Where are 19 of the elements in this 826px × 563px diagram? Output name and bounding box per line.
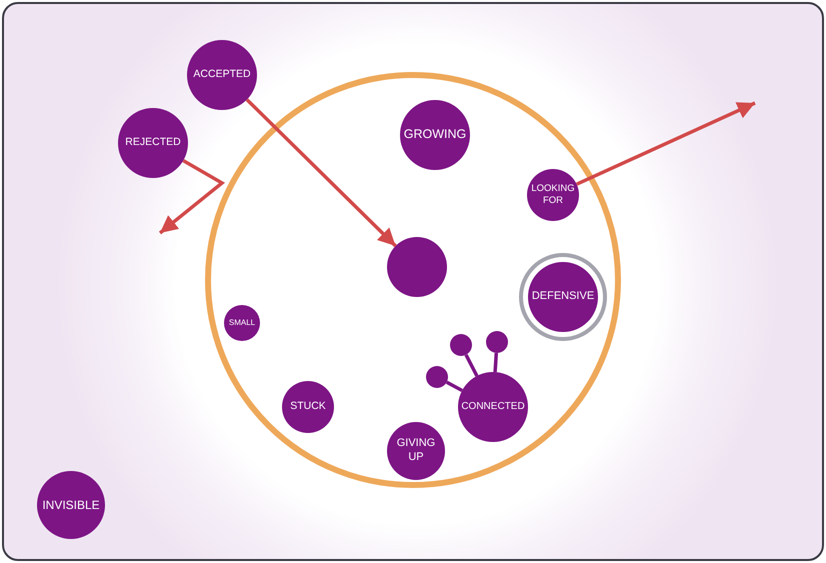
bubble: ACCEPTED (187, 40, 257, 110)
circle-node (426, 366, 448, 388)
bubble: GROWING (400, 100, 470, 170)
bubble: STUCK (282, 381, 334, 433)
arrow (576, 101, 756, 186)
ringed-bubble: DEFENSIVE (519, 253, 607, 341)
circle-node (486, 331, 508, 353)
connector-line (446, 380, 463, 392)
bubble: LOOKING FOR (527, 169, 579, 221)
bubble: GIVING UP (387, 422, 445, 480)
circle-node (450, 334, 472, 356)
connector-line (464, 354, 478, 377)
bubble: SMALL (224, 305, 260, 341)
bubble: REJECTED (118, 108, 188, 178)
arrow (158, 159, 226, 234)
connector-line (493, 352, 498, 372)
arrow (246, 98, 397, 248)
bubble: CONNECTED (458, 372, 528, 442)
bubble: INVISIBLE (37, 471, 105, 539)
